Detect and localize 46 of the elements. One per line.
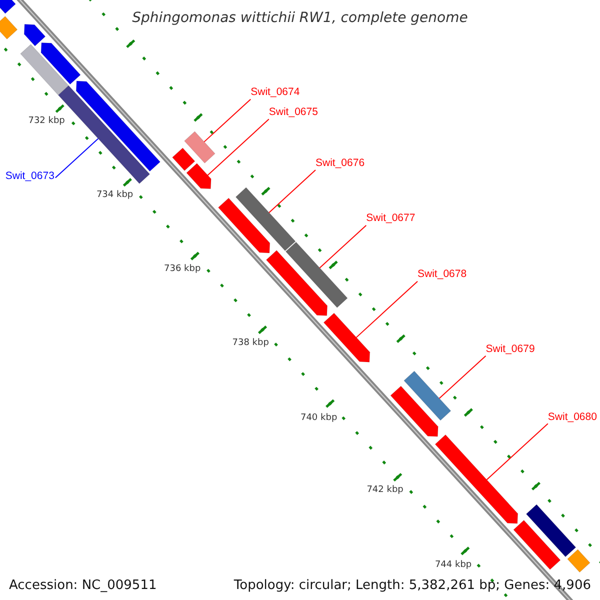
- gene-segment: [513, 520, 561, 570]
- pointed-gene-segment: [40, 42, 81, 85]
- scale-label: 740 kbp: [300, 412, 338, 424]
- gene-segment: [172, 148, 196, 171]
- leader-line: [207, 118, 270, 176]
- gene-label: Swit_0674: [250, 86, 300, 100]
- scale-label: 742 kbp: [366, 485, 404, 496]
- pointed-gene-segment: [76, 80, 160, 172]
- gene-label: Swit_0676: [316, 157, 365, 170]
- gene-segment: [236, 187, 296, 252]
- footer-text: Topology: circular; Length: 5,382,261 bp; Genes: 4,906: [234, 577, 591, 596]
- leader-line: [438, 355, 486, 399]
- leader-line: [356, 280, 418, 338]
- leader-line: [486, 423, 548, 480]
- gene-segment: [567, 549, 590, 572]
- scale-label: 738 kbp: [232, 338, 269, 350]
- leader-line: [54, 138, 99, 178]
- gene-segment: [20, 44, 69, 96]
- gene-segment: [0, 16, 18, 40]
- leader-line: [319, 224, 367, 268]
- gene-segment: [404, 370, 452, 421]
- gene-label: Swit_0673: [5, 170, 54, 183]
- leader-line: [204, 98, 252, 142]
- footer-text: Accession: NC_009511: [9, 577, 157, 596]
- pointed-gene-segment: [0, 0, 16, 14]
- scale-label: 734 kbp: [96, 190, 134, 202]
- gene-label: Swit_0679: [486, 342, 535, 356]
- gene-label: Swit_0680: [548, 410, 597, 424]
- pointed-gene-segment: [24, 24, 46, 46]
- pointed-gene-segment: [218, 198, 270, 254]
- leader-line: [268, 170, 316, 214]
- gene-segment: [526, 504, 576, 558]
- pointed-gene-segment: [390, 386, 438, 437]
- scale-label: 736 kbp: [164, 264, 201, 275]
- gene-label: Swit_0678: [418, 268, 467, 282]
- gene-label: Swit_0675: [268, 106, 318, 120]
- gene-segment: [184, 131, 216, 164]
- gene-label: Swit_0677: [366, 212, 416, 226]
- map-title: Sphingomonas wittichii RW1, complete genome: [131, 9, 469, 28]
- scale-label: 744 kbp: [434, 560, 472, 571]
- pointed-gene-segment: [434, 434, 518, 524]
- pointed-gene-segment: [323, 312, 370, 362]
- gene-segment: [286, 242, 348, 308]
- pointed-gene-segment: [186, 163, 212, 190]
- scale-label: 732 kbp: [28, 116, 65, 127]
- pointed-gene-segment: [266, 250, 328, 316]
